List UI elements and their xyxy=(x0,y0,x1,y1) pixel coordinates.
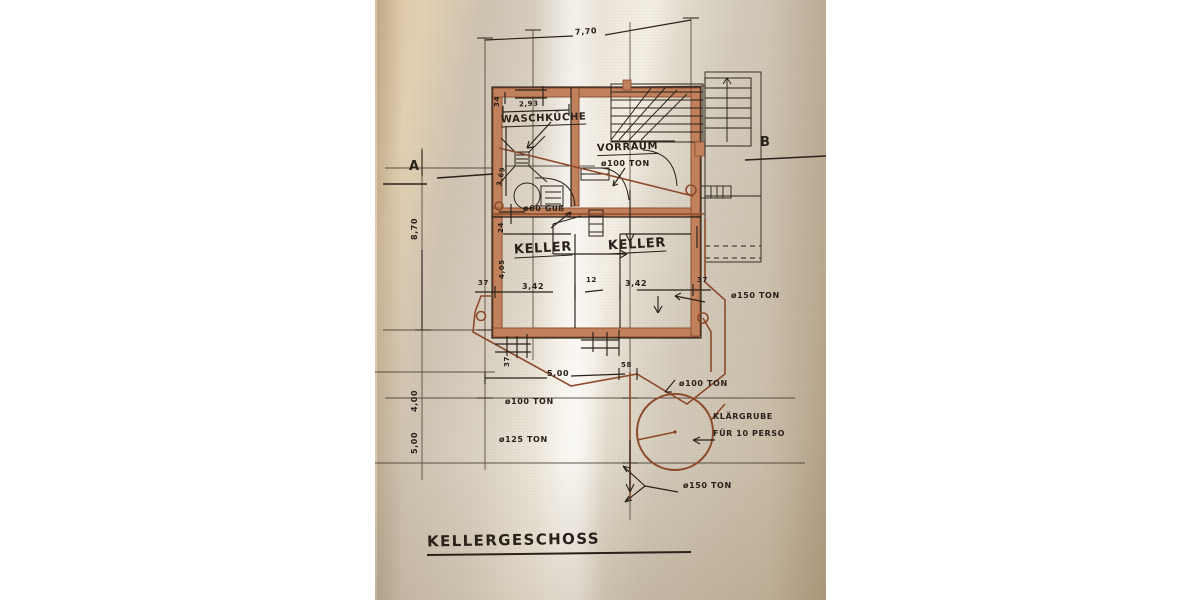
wall-outlines xyxy=(491,86,702,339)
section-marker-lines xyxy=(383,155,826,185)
dimension-keller-right-width: 3,42 xyxy=(625,279,648,288)
dimension-keller-middle: 12 xyxy=(586,276,597,284)
pipe-label-vorraum: ø100 TON xyxy=(601,159,650,168)
dimension-left-overall: 8,70 xyxy=(410,217,419,240)
dimension-left-lower-b: 5,00 xyxy=(410,431,419,454)
pipe-label-guss: ø60 Guß xyxy=(523,204,565,213)
room-label-keller-left: KELLER xyxy=(513,239,573,259)
letterbox-left xyxy=(0,0,375,600)
leader-lines xyxy=(526,121,715,503)
dimension-bottom-run: 5,00 xyxy=(547,369,570,378)
annotation-septic-line2: FÜR 10 PERSO xyxy=(713,429,786,438)
pipe-label-outlet-150: ø150 TON xyxy=(683,481,732,490)
pipe-label-branch-100: ø100 TON xyxy=(679,379,728,388)
paper-shadow-bottom xyxy=(375,450,826,600)
dimension-bottom-small-37: 37 xyxy=(503,356,511,367)
dimension-wall-mid-small: 24 xyxy=(497,222,505,233)
entry-outline xyxy=(700,71,762,263)
dimension-wall-top-small: 34 xyxy=(493,96,501,107)
fixtures xyxy=(498,135,610,237)
dimension-keller-height: 4,05 xyxy=(498,259,506,279)
letterbox-right xyxy=(826,0,1200,600)
pipe-label-right-150: ø150 TON xyxy=(731,291,780,300)
floor-plan-linework xyxy=(375,17,826,556)
pipe-label-left-100: ø100 TON xyxy=(505,397,554,406)
pipe-label-main-125: ø125 TON xyxy=(499,435,548,444)
room-label-vorraum: VORRAUM xyxy=(596,140,659,157)
title-underline xyxy=(426,551,692,556)
dimension-keller-right-offset: 37 xyxy=(697,276,708,284)
plan-title: KELLERGESCHOSS xyxy=(426,529,601,551)
section-marker-a: A xyxy=(409,159,420,174)
dimension-waschkueche-width: 2,93 xyxy=(518,99,539,109)
room-label-keller-right: KELLER xyxy=(607,235,667,255)
annotation-septic-line1: KLÄRGRUBE xyxy=(713,412,773,421)
section-marker-b: B xyxy=(760,135,771,150)
dimension-lines xyxy=(421,19,711,384)
drawing-layer: A B 7,70 8,70 4,00 5,00 2,93 WASCHKÜCHE … xyxy=(375,0,826,600)
drain-pipe-network xyxy=(472,147,726,500)
plan-photograph: A B 7,70 8,70 4,00 5,00 2,93 WASCHKÜCHE … xyxy=(375,0,826,600)
dimension-left-lower-a: 4,00 xyxy=(410,389,419,412)
dimension-top-overall: 7,70 xyxy=(574,26,598,37)
dimension-keller-left-offset: 37 xyxy=(478,279,489,287)
dimension-keller-left-width: 3,42 xyxy=(522,282,545,291)
dimension-bottom-small-58: 58 xyxy=(621,361,632,369)
